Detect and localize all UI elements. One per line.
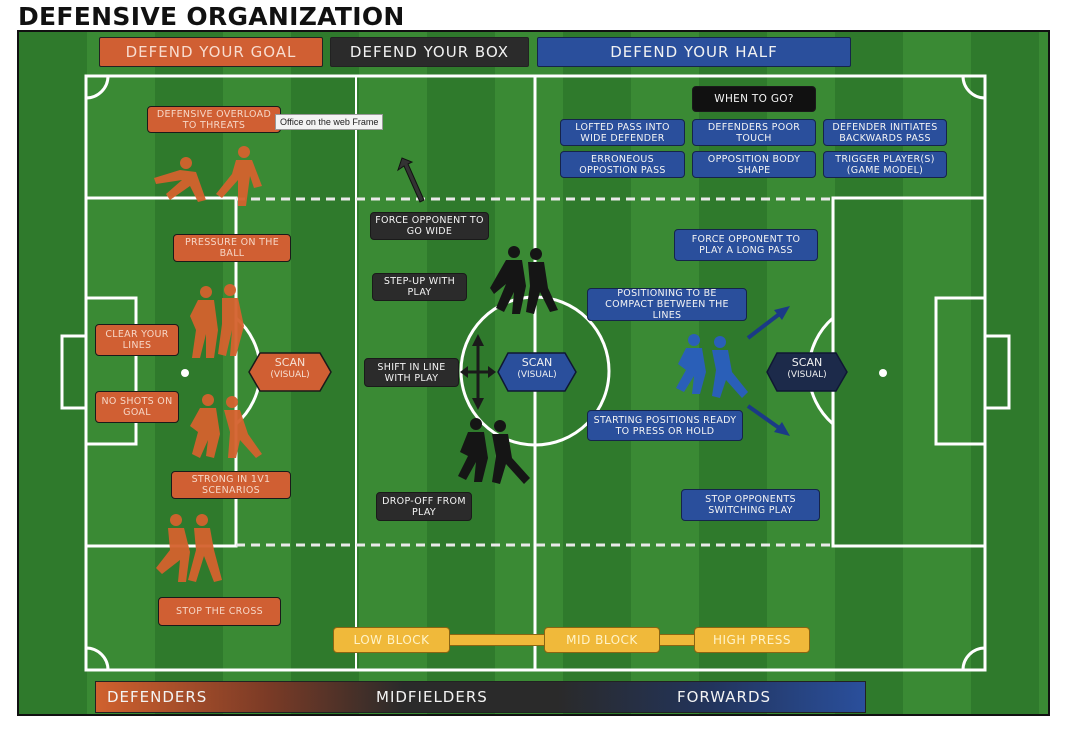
player-icon <box>216 146 262 206</box>
right-penalty-spot <box>879 369 887 377</box>
box-strong-1v1: STRONG IN 1V1 SCENARIOS <box>171 471 291 499</box>
right-goal-area <box>934 296 987 446</box>
player-icon <box>190 394 220 458</box>
box-trigger-5: OPPOSITION BODY SHAPE <box>692 151 816 178</box>
scan-label-midfielders: SCAN (VISUAL) <box>497 356 577 382</box>
arrow-icon <box>774 306 790 320</box>
box-long-pass: FORCE OPPONENT TO PLAY A LONG PASS <box>674 229 818 261</box>
press-arrow-icon <box>746 310 784 432</box>
corner-arc <box>961 646 986 671</box>
scan-subtext: (VISUAL) <box>787 370 827 380</box>
box-compact: POSITIONING TO BE COMPACT BETWEEN THE LI… <box>587 288 747 321</box>
frame-tooltip: Office on the web Frame <box>275 114 384 130</box>
scan-text: SCAN <box>274 356 306 369</box>
corner-arc <box>85 646 110 671</box>
box-trigger-3: DEFENDER INITIATES BACKWARDS PASS <box>823 119 947 146</box>
box-step-up: STEP-UP WITH PLAY <box>372 273 467 301</box>
arrow-icon <box>488 366 496 378</box>
scan-label-defenders: SCAN (VISUAL) <box>248 356 332 382</box>
block-high-press: HIGH PRESS <box>694 627 810 653</box>
box-when-to-go: WHEN TO GO? <box>692 86 816 112</box>
arrow-icon <box>460 366 468 378</box>
bar-label-defenders: DEFENDERS <box>107 688 208 706</box>
left-penalty-spot <box>181 369 189 377</box>
box-trigger-4: ERRONEOUS OPPOSTION PASS <box>560 151 685 178</box>
box-trigger-6: TRIGGER PLAYER(S) (GAME MODEL) <box>823 151 947 178</box>
scan-badge-defenders <box>248 352 332 392</box>
player-icon <box>156 514 190 582</box>
player-icon <box>490 246 526 314</box>
player-role-bar: DEFENDERS MIDFIELDERS FORWARDS <box>95 681 866 713</box>
corner-arc <box>961 75 986 100</box>
player-icon <box>190 286 218 358</box>
player-icon <box>188 514 222 582</box>
player-icon <box>526 248 558 314</box>
player-icon <box>676 334 706 394</box>
box-pressure-on-ball: PRESSURE ON THE BALL <box>173 234 291 262</box>
arrow-icon <box>397 157 425 203</box>
box-drop-off: DROP-OFF FROM PLAY <box>376 492 472 521</box>
right-penalty-area <box>831 196 987 548</box>
box-clear-lines: CLEAR YOUR LINES <box>95 324 179 356</box>
box-force-wide: FORCE OPPONENT TO GO WIDE <box>370 212 489 240</box>
block-connector <box>449 634 545 646</box>
band-defend-your-goal: DEFEND YOUR GOAL <box>99 37 323 67</box>
player-icon <box>458 418 488 482</box>
box-no-shots: NO SHOTS ON GOAL <box>95 391 179 423</box>
player-icon <box>492 420 530 484</box>
shift-arrow-icon <box>466 340 490 404</box>
bar-label-forwards: FORWARDS <box>677 688 772 706</box>
scan-text: SCAN <box>791 356 823 369</box>
box-starting-positions: STARTING POSITIONS READY TO PRESS OR HOL… <box>587 410 743 441</box>
block-connector <box>659 634 696 646</box>
block-low: LOW BLOCK <box>333 627 450 653</box>
scan-text: SCAN <box>521 356 553 369</box>
box-shift-in-line: SHIFT IN LINE WITH PLAY <box>364 358 459 387</box>
arrow-icon <box>472 398 484 410</box>
scan-subtext: (VISUAL) <box>270 370 310 380</box>
band-defend-your-box: DEFEND YOUR BOX <box>330 37 529 67</box>
scan-label-forwards: SCAN (VISUAL) <box>766 356 848 382</box>
scan-badge-midfielders <box>497 352 577 392</box>
player-icon <box>154 157 206 202</box>
arrow-icon <box>774 422 790 436</box>
arrow-icon <box>472 334 484 346</box>
box-stop-cross: STOP THE CROSS <box>158 597 281 626</box>
corner-arc <box>85 75 110 100</box>
bar-label-midfielders: MIDFIELDERS <box>376 688 488 706</box>
page-title: DEFENSIVE ORGANIZATION <box>18 2 405 31</box>
band-defend-your-half: DEFEND YOUR HALF <box>537 37 851 67</box>
box-defensive-overload: DEFENSIVE OVERLOAD TO THREATS <box>147 106 281 133</box>
scan-subtext: (VISUAL) <box>517 370 557 380</box>
left-goal <box>60 334 88 410</box>
box-stop-switching: STOP OPPONENTS SWITCHING PLAY <box>681 489 820 521</box>
right-goal <box>983 334 1011 410</box>
block-mid: MID BLOCK <box>544 627 660 653</box>
player-icon <box>224 396 262 458</box>
player-icon <box>218 284 244 356</box>
box-trigger-1: LOFTED PASS INTO WIDE DEFENDER <box>560 119 685 146</box>
scan-badge-forwards <box>766 352 848 392</box>
player-icon <box>712 336 748 398</box>
box-trigger-2: DEFENDERS POOR TOUCH <box>692 119 816 146</box>
